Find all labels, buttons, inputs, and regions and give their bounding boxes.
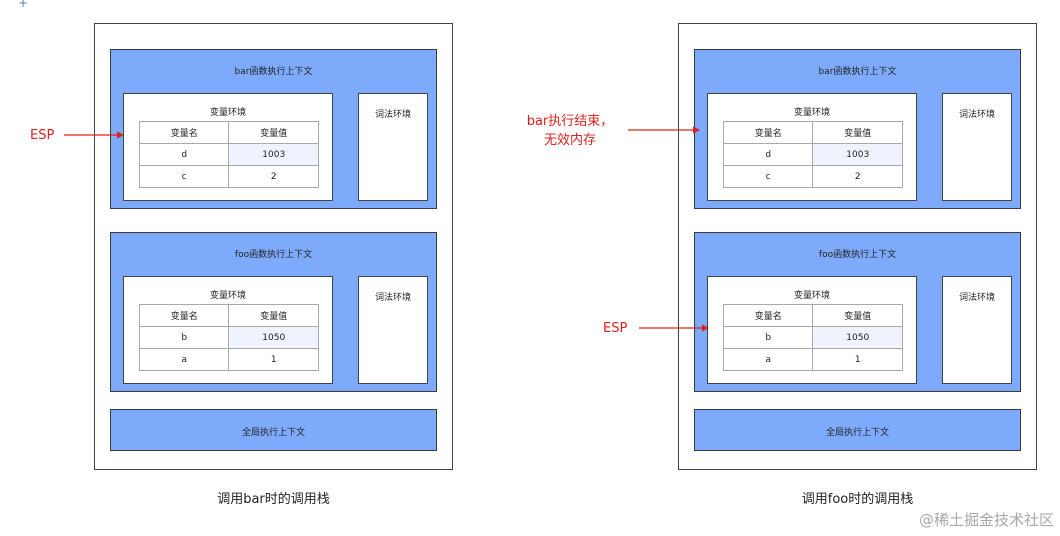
bar-execution-context: bar函数执行上下文 变量环境 变量名 变量值 d 1003 c 2 词法环境 [694, 49, 1021, 209]
variable-value-cell: 2 [228, 165, 319, 188]
esp-pointer-label: ESP [603, 321, 628, 336]
header-cell: 变量名 [722, 121, 814, 144]
variable-table: 变量名 变量值 b 1050 a 1 [138, 304, 319, 371]
variable-environment: 变量环境 变量名 变量值 d 1003 c 2 [707, 93, 917, 201]
variable-value-cell: 1 [812, 348, 903, 371]
left-stack-caption: 调用bar时的调用栈 [217, 492, 330, 507]
call-stack-left: bar函数执行上下文 变量环境 变量名 变量值 d 1003 c 2 词法环境 [94, 23, 453, 470]
variable-value-cell: 1003 [228, 143, 319, 166]
lexical-environment: 词法环境 [358, 276, 428, 384]
table-row: b 1050 [722, 326, 903, 349]
table-row: c 2 [722, 165, 903, 188]
global-execution-context: 全局执行上下文 [694, 409, 1021, 451]
variable-table: 变量名 变量值 b 1050 a 1 [722, 304, 903, 371]
lexical-environment-title: 词法环境 [958, 110, 995, 120]
lexical-environment: 词法环境 [942, 93, 1012, 201]
variable-environment-title: 变量环境 [209, 108, 246, 118]
table-row: b 1050 [138, 326, 319, 349]
table-header-row: 变量名 变量值 [138, 121, 319, 144]
variable-value-cell: 1050 [812, 326, 903, 349]
global-context-label: 全局执行上下文 [241, 428, 305, 438]
lexical-environment-title: 词法环境 [374, 110, 411, 120]
header-cell: 变量值 [812, 121, 903, 144]
variable-table: 变量名 变量值 d 1003 c 2 [722, 121, 903, 188]
header-cell: 变量名 [138, 121, 230, 144]
invalid-memory-arrow [628, 126, 700, 134]
variable-environment: 变量环境 变量名 变量值 b 1050 a 1 [123, 276, 333, 384]
variable-environment: 变量环境 变量名 变量值 b 1050 a 1 [707, 276, 917, 384]
bar-execution-context: bar函数执行上下文 变量环境 变量名 变量值 d 1003 c 2 词法环境 [110, 49, 437, 209]
context-title: foo函数执行上下文 [234, 250, 313, 260]
variable-name-cell: b [722, 326, 814, 349]
variable-environment-title: 变量环境 [793, 291, 830, 301]
variable-value-cell: 1050 [228, 326, 319, 349]
watermark: @稀土掘金技术社区 [918, 511, 1054, 529]
lexical-environment: 词法环境 [358, 93, 428, 201]
header-cell: 变量值 [228, 121, 319, 144]
variable-name-cell: c [138, 165, 230, 188]
variable-name-cell: c [722, 165, 814, 188]
note-line: bar执行结束， [526, 114, 614, 129]
variable-environment-title: 变量环境 [209, 291, 246, 301]
context-title: bar函数执行上下文 [818, 67, 897, 77]
foo-execution-context: foo函数执行上下文 变量环境 变量名 变量值 b 1050 a 1 词法环境 [694, 232, 1021, 392]
table-header-row: 变量名 变量值 [722, 304, 903, 327]
variable-name-cell: a [138, 348, 230, 371]
invalid-memory-note: bar执行结束， 无效内存 [520, 112, 620, 150]
variable-value-cell: 2 [812, 165, 903, 188]
global-execution-context: 全局执行上下文 [110, 409, 437, 451]
table-header-row: 变量名 变量值 [722, 121, 903, 144]
variable-environment: 变量环境 变量名 变量值 d 1003 c 2 [123, 93, 333, 201]
crosshair-icon: + [18, 0, 29, 10]
table-row: d 1003 [722, 143, 903, 166]
table-row: a 1 [722, 348, 903, 371]
lexical-environment-title: 词法环境 [958, 293, 995, 303]
note-line: 无效内存 [543, 133, 596, 148]
header-cell: 变量名 [138, 304, 230, 327]
lexical-environment: 词法环境 [942, 276, 1012, 384]
header-cell: 变量值 [812, 304, 903, 327]
variable-name-cell: d [138, 143, 230, 166]
lexical-environment-title: 词法环境 [374, 293, 411, 303]
call-stack-right: bar函数执行上下文 变量环境 变量名 变量值 d 1003 c 2 词法环境 [678, 23, 1037, 470]
variable-name-cell: a [722, 348, 814, 371]
variable-environment-title: 变量环境 [793, 108, 830, 118]
global-context-label: 全局执行上下文 [825, 428, 889, 438]
variable-value-cell: 1 [228, 348, 319, 371]
variable-name-cell: d [722, 143, 814, 166]
context-title: bar函数执行上下文 [234, 67, 313, 77]
variable-name-cell: b [138, 326, 230, 349]
table-row: c 2 [138, 165, 319, 188]
table-row: d 1003 [138, 143, 319, 166]
variable-value-cell: 1003 [812, 143, 903, 166]
header-cell: 变量名 [722, 304, 814, 327]
esp-pointer-label: ESP [30, 128, 55, 143]
table-row: a 1 [138, 348, 319, 371]
right-stack-caption: 调用foo时的调用栈 [801, 492, 914, 507]
esp-pointer-arrow [64, 131, 124, 139]
header-cell: 变量值 [228, 304, 319, 327]
variable-table: 变量名 变量值 d 1003 c 2 [138, 121, 319, 188]
foo-execution-context: foo函数执行上下文 变量环境 变量名 变量值 b 1050 a 1 词法环境 [110, 232, 437, 392]
table-header-row: 变量名 变量值 [138, 304, 319, 327]
esp-pointer-arrow [639, 324, 709, 332]
context-title: foo函数执行上下文 [818, 250, 897, 260]
